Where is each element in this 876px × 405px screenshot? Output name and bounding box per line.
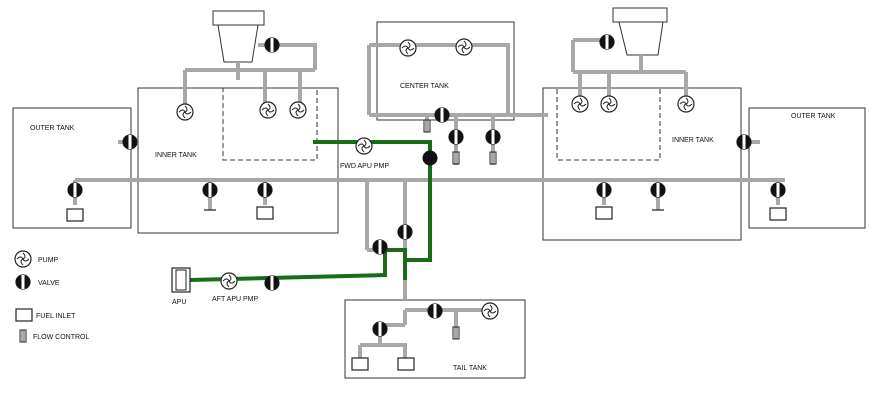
outer-tank-left-label: OUTER TANK bbox=[30, 125, 75, 132]
pump-icon bbox=[355, 137, 373, 155]
pump-icon bbox=[289, 101, 307, 119]
valve-icon bbox=[427, 303, 443, 319]
pump-icon bbox=[677, 95, 695, 113]
outer-tank-left bbox=[12, 107, 132, 229]
pump-icon bbox=[481, 302, 499, 320]
valve-icon bbox=[372, 321, 388, 337]
legend-fuel-inlet-icon bbox=[15, 308, 33, 322]
valve-icon bbox=[599, 34, 615, 50]
engine-left bbox=[212, 10, 265, 63]
valve-icon bbox=[397, 224, 413, 240]
flow-control-icon bbox=[452, 326, 460, 340]
valve-icon bbox=[485, 129, 501, 145]
valve-icon bbox=[202, 182, 218, 198]
valve-icon bbox=[736, 134, 752, 150]
outer-tank-right bbox=[748, 107, 866, 229]
valve-icon bbox=[264, 37, 280, 53]
valve-icon bbox=[596, 182, 612, 198]
legend-fuel-inlet-label: FUEL INLET bbox=[36, 313, 76, 320]
valve-icon bbox=[448, 129, 464, 145]
pump-icon bbox=[600, 95, 618, 113]
center-tank bbox=[376, 21, 515, 121]
inner-tank-left-label: INNER TANK bbox=[155, 152, 197, 159]
fuel-inlet-icon bbox=[397, 357, 415, 371]
flow-control-icon bbox=[452, 151, 460, 165]
valve-icon bbox=[257, 182, 273, 198]
pump-icon bbox=[176, 103, 194, 121]
aft-apu-pmp-label: AFT APU PMP bbox=[212, 296, 258, 303]
inner-tank-left-dashed bbox=[222, 87, 318, 161]
valve-icon bbox=[770, 182, 786, 198]
apu-unit bbox=[171, 267, 191, 293]
fwd-apu-pmp-label: FWD APU PMP bbox=[340, 163, 389, 170]
fuel-inlet-icon bbox=[66, 208, 84, 222]
fuel-inlet-icon bbox=[256, 206, 274, 220]
apu-feed-line bbox=[189, 140, 432, 282]
inner-tank-right bbox=[542, 87, 742, 241]
valve-icon bbox=[650, 182, 666, 198]
legend-pump-label: PUMP bbox=[38, 257, 59, 264]
legend-valve-icon bbox=[15, 274, 31, 290]
valve-icon bbox=[372, 239, 388, 255]
fuel-inlet-icon bbox=[595, 206, 613, 220]
pump-icon bbox=[399, 39, 417, 57]
flow-control-icon bbox=[489, 151, 497, 165]
fuel-inlet-icon bbox=[769, 207, 787, 221]
legend: PUMP VALVE FUEL INLET FLOW CONTROL bbox=[14, 250, 89, 343]
valve-icon bbox=[434, 107, 450, 123]
flow-control-icon bbox=[423, 119, 431, 133]
pump-icon bbox=[571, 95, 589, 113]
pump-icon bbox=[220, 272, 238, 290]
valve-icon bbox=[122, 134, 138, 150]
engine-right bbox=[612, 7, 668, 56]
center-tank-label: CENTER TANK bbox=[400, 83, 449, 90]
valve-icon bbox=[67, 182, 83, 198]
tail-tank-label: TAIL TANK bbox=[453, 365, 487, 372]
outer-tank-right-label: OUTER TANK bbox=[791, 113, 836, 120]
tail-tank bbox=[344, 299, 526, 379]
pump-icon bbox=[455, 38, 473, 56]
inner-tank-right-label: INNER TANK bbox=[672, 137, 714, 144]
valve-icon bbox=[264, 275, 280, 291]
apu-label: APU bbox=[172, 299, 186, 306]
legend-valve-label: VALVE bbox=[38, 280, 60, 287]
legend-flow-control-label: FLOW CONTROL bbox=[33, 334, 89, 341]
pump-icon bbox=[259, 101, 277, 119]
inner-tank-left bbox=[137, 87, 339, 234]
valve-icon bbox=[422, 150, 438, 166]
legend-pump-icon bbox=[14, 250, 32, 268]
legend-flow-control-icon bbox=[19, 329, 27, 343]
fuel-inlet-icon bbox=[351, 357, 369, 371]
